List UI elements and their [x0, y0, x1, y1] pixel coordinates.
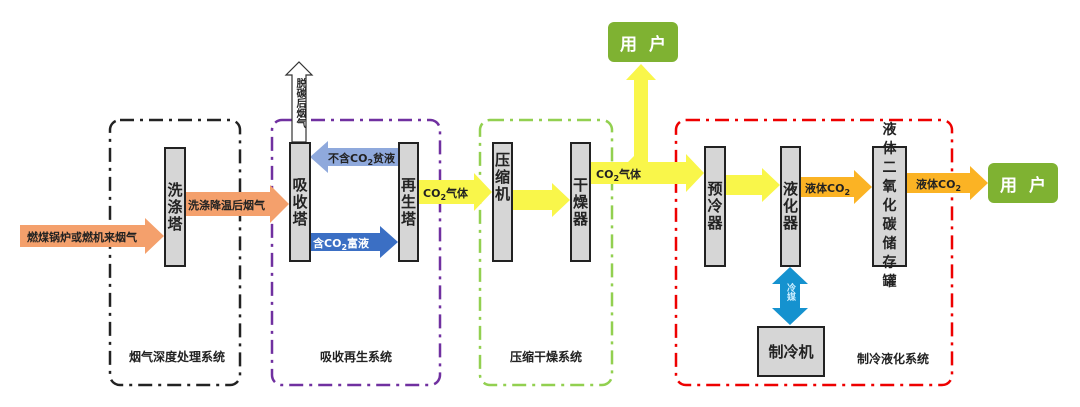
refrig-system-boundary	[674, 118, 954, 387]
compress-system-boundary	[478, 118, 614, 387]
absorb-system-boundary	[270, 118, 442, 387]
compress-system-label: 压缩干燥系统	[509, 350, 583, 364]
washed-flue-label: 洗涤降温后烟气	[188, 199, 265, 212]
co2-gas-arrow-2	[512, 183, 570, 217]
liquid-co2-arrow-1	[800, 170, 872, 204]
liquid-co2-storage-tank: 液体二氧化碳储存罐	[872, 122, 907, 290]
refrigerant-label: 冷媒	[785, 283, 795, 301]
co2-text: CO	[596, 168, 614, 181]
subscript: 2	[440, 193, 447, 203]
dryer: 干燥器	[570, 142, 591, 262]
inlet-flue-arrow	[20, 218, 164, 254]
co2-gas-arrow-1	[418, 173, 492, 211]
chiller: 制冷机	[757, 326, 825, 377]
co2-gas-arrow-3	[590, 64, 704, 192]
rich-solution-arrow	[310, 226, 398, 258]
subscript: 2	[844, 188, 851, 198]
rich-pre: 含CO	[313, 237, 342, 250]
co2-text: CO	[423, 187, 441, 200]
inlet-flue-label: 燃煤锅炉或燃机来烟气	[27, 231, 137, 244]
subscript: 2	[367, 158, 374, 168]
outlet-gas-label: 脱碳后烟气	[294, 78, 305, 128]
refrig-system-label: 制冷液化系统	[856, 352, 930, 366]
liquefier: 液化器	[780, 146, 801, 267]
user-right: 用户	[988, 163, 1058, 203]
liquid-co2-label-2: 液体CO2	[916, 176, 961, 193]
lean-pre: 不含CO	[328, 152, 368, 165]
subscript: 2	[955, 184, 962, 194]
subscript: 2	[613, 174, 620, 184]
rich-solution-label: 含CO2富液	[313, 235, 369, 252]
co2-gas-label-1: CO2气体	[423, 185, 468, 202]
compressor: 压缩机	[492, 142, 513, 262]
lean-solution-label: 不含CO2贫液	[328, 150, 395, 167]
lean-post: 贫液	[373, 152, 396, 165]
liquid-text: 液体CO	[805, 182, 845, 195]
rich-post: 富液	[347, 237, 370, 250]
co2-gas-arrow-4	[725, 168, 780, 202]
regenerator-tower: 再生塔	[398, 142, 419, 262]
wash-tower: 洗涤塔	[164, 147, 186, 267]
liquid-co2-arrow-2	[906, 166, 988, 200]
co2-gas-label-2: CO2气体	[596, 166, 641, 183]
liquid-co2-label-1: 液体CO2	[805, 180, 850, 197]
outlet-gas-arrow	[284, 61, 314, 143]
absorber-tower: 吸收塔	[289, 142, 311, 262]
refrigerant-double-arrow	[772, 267, 808, 325]
precooler: 预冷器	[704, 146, 726, 267]
gas-text: 气体	[446, 187, 469, 200]
washed-flue-arrow	[185, 185, 289, 223]
subscript: 2	[341, 243, 348, 253]
liquid-text: 液体CO	[916, 178, 956, 191]
flue-system-boundary	[108, 118, 242, 387]
absorb-system-label: 吸收再生系统	[319, 350, 393, 364]
lean-solution-arrow	[310, 141, 398, 173]
flue-system-label: 烟气深度处理系统	[128, 350, 226, 364]
gas-text: 气体	[619, 168, 642, 181]
user-top: 用户	[608, 22, 678, 62]
